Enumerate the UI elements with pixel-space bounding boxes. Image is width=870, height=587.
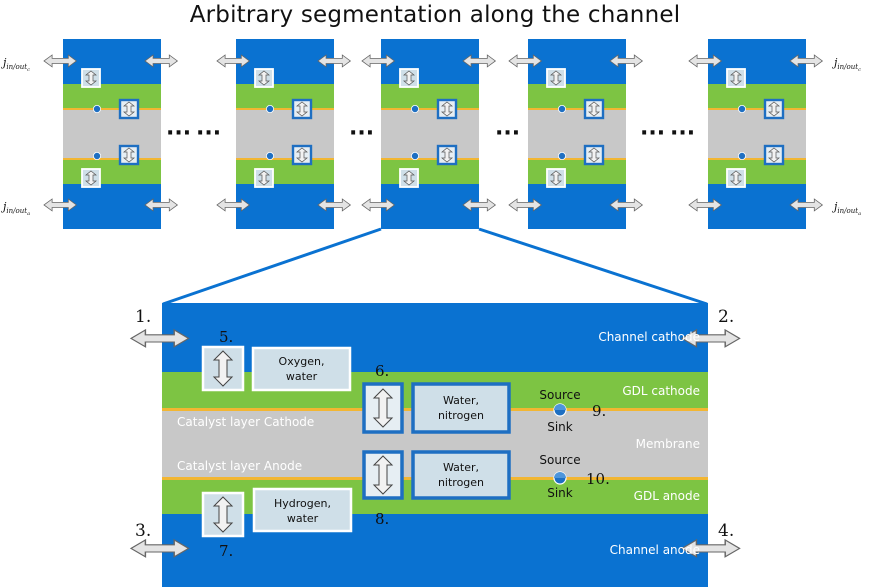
catalyst-anode-label: Catalyst layer Anode	[177, 459, 302, 473]
oxygen-label: Oxygen,	[279, 355, 325, 368]
transport-water-nitrogen-cathode: Water, nitrogen	[362, 382, 511, 434]
label-9: 9.	[592, 402, 606, 420]
ellipsis-5: ···	[640, 121, 665, 146]
segment-1	[63, 39, 161, 229]
flux-label-cathode-right: jin/outc	[831, 56, 861, 73]
label-2: 2.	[718, 307, 734, 327]
label-1: 1.	[135, 307, 151, 327]
segment-5	[708, 39, 806, 229]
transport-hydrogen-water: Hydrogen, water	[201, 487, 353, 538]
label-3: 3.	[135, 521, 151, 541]
catalyst-cathode-label: Catalyst layer Cathode	[177, 415, 314, 429]
source-sink-cathode: Source Sink	[539, 388, 580, 434]
ellipsis-4: ···	[495, 121, 520, 146]
membrane-label: Membrane	[636, 437, 700, 451]
flux-label-anode-left: jin/outa	[0, 200, 30, 217]
source-label-cathode: Source	[539, 388, 580, 402]
label-6: 6.	[375, 362, 389, 380]
ellipsis-3: ···	[349, 121, 374, 146]
hydrogen-water-label: water	[287, 512, 319, 525]
channel-anode-label: Channel anode	[610, 543, 700, 557]
sink-label-anode: Sink	[547, 486, 573, 500]
zoom-lines	[162, 227, 708, 306]
ellipsis-6: ···	[670, 121, 695, 146]
water-anode-label: Water,	[443, 461, 479, 474]
segment-2	[236, 39, 334, 229]
flux-label-cathode-left: jin/outc	[0, 56, 30, 73]
label-4: 4.	[718, 521, 734, 541]
ellipsis-2: ···	[196, 121, 221, 146]
water-cathode-label: Water,	[443, 394, 479, 407]
flux-label-anode-right: jin/outa	[831, 200, 861, 217]
hydrogen-label: Hydrogen,	[274, 497, 331, 510]
label-10: 10.	[586, 470, 610, 488]
oxygen-water-label: water	[286, 370, 318, 383]
ellipsis-1: ···	[166, 121, 191, 146]
gdl-anode-label: GDL anode	[634, 489, 700, 503]
transport-oxygen-water: Oxygen, water	[201, 345, 352, 392]
source-label-anode: Source	[539, 453, 580, 467]
transport-water-nitrogen-anode: Water, nitrogen	[362, 450, 511, 500]
label-5: 5.	[219, 328, 233, 346]
gdl-cathode-label: GDL cathode	[622, 384, 700, 398]
label-7: 7.	[219, 542, 233, 560]
segment-4	[528, 39, 626, 229]
nitrogen-anode-label: nitrogen	[438, 476, 484, 489]
source-sink-anode: Source Sink	[539, 453, 580, 500]
label-8: 8.	[375, 510, 389, 528]
nitrogen-cathode-label: nitrogen	[438, 409, 484, 422]
segment-3	[381, 39, 479, 229]
channel-cathode-label: Channel cathode	[598, 330, 700, 344]
sink-label-cathode: Sink	[547, 420, 573, 434]
diagram-title: Arbitrary segmentation along the channel	[189, 2, 681, 28]
